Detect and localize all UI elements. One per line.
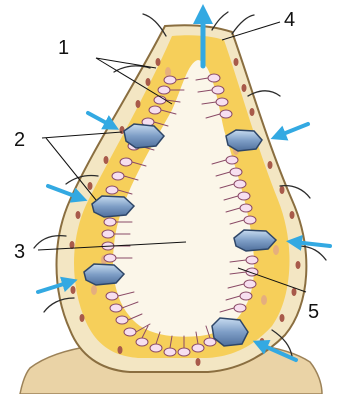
label-1: 1 <box>58 37 69 59</box>
label-4: 4 <box>284 9 295 31</box>
label-5: 5 <box>308 301 319 323</box>
porocyte <box>226 130 262 151</box>
label-2: 2 <box>14 129 25 151</box>
arrow-icon <box>88 113 112 126</box>
arrow-icon <box>278 124 308 136</box>
label-3: 3 <box>14 241 25 263</box>
